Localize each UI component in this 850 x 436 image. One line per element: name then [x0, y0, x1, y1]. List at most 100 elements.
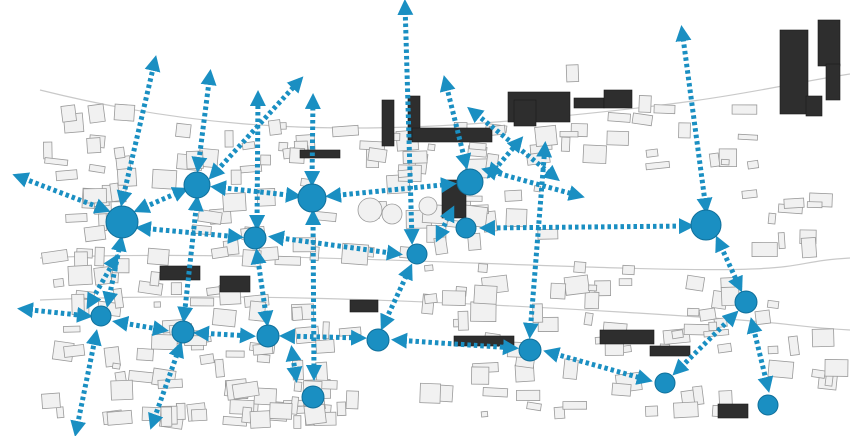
building-footprint — [737, 133, 759, 141]
connection-arrow — [439, 75, 472, 170]
building-footprint — [141, 406, 162, 422]
building-footprint — [473, 284, 498, 305]
building-footprint — [537, 228, 559, 240]
dark-building — [411, 127, 493, 143]
building-footprint — [718, 390, 733, 406]
building-footprint — [638, 95, 652, 113]
building-footprint — [367, 147, 388, 164]
building-footprint — [562, 401, 588, 410]
building-footprint — [52, 277, 65, 288]
network-node — [256, 324, 280, 348]
connection-arrow — [268, 230, 403, 261]
connection-arrow — [325, 177, 457, 203]
building-footprint — [766, 299, 780, 309]
connection-arrow — [250, 248, 274, 327]
building-footprint — [631, 112, 654, 127]
building-footprint — [560, 136, 571, 152]
building-footprint — [211, 307, 237, 328]
building-footprint — [106, 409, 133, 426]
building-footprint — [746, 159, 760, 170]
building-footprint — [504, 189, 523, 202]
network-node — [297, 183, 327, 213]
building-footprint — [777, 232, 786, 250]
building-footprint — [60, 104, 77, 123]
building-footprint — [505, 208, 528, 228]
building-footprint — [811, 368, 826, 379]
dark-building — [599, 329, 655, 345]
network-node — [734, 290, 758, 314]
building-footprint — [224, 130, 234, 148]
dark-building — [573, 97, 605, 109]
building-footprint — [563, 274, 590, 296]
connection-arrow — [193, 325, 256, 344]
building-footprint — [176, 402, 186, 420]
building-footprint — [565, 64, 580, 83]
building-footprint — [645, 160, 671, 171]
building-footprint — [94, 246, 105, 267]
building-footprint — [63, 325, 81, 333]
building-footprint — [336, 401, 347, 417]
network-node — [654, 372, 676, 394]
building-footprint — [824, 359, 849, 377]
building-footprint — [526, 401, 542, 412]
connection-arrow — [133, 187, 189, 213]
building-footprint — [210, 246, 229, 260]
building-footprint — [607, 112, 632, 123]
building-footprint — [468, 141, 487, 151]
building-footprint — [583, 312, 594, 326]
network-node — [757, 394, 779, 416]
building-footprint — [806, 201, 823, 209]
building-footprint — [175, 122, 192, 139]
building-basemap — [39, 64, 850, 430]
building-footprint — [549, 282, 567, 300]
building-footprint — [86, 137, 102, 154]
building-footprint — [214, 358, 225, 378]
dark-building — [779, 29, 809, 115]
building-footprint — [419, 382, 442, 404]
dome-structure — [357, 197, 383, 223]
building-footprint — [55, 406, 65, 419]
connection-arrow — [102, 235, 127, 308]
connection-arrow — [543, 347, 653, 385]
building-footprint — [41, 392, 61, 410]
connection-arrow — [380, 263, 413, 331]
connection-arrow — [12, 172, 111, 214]
building-footprint — [754, 309, 772, 326]
building-footprint — [222, 192, 247, 213]
building-footprint — [258, 246, 280, 262]
building-footprint — [40, 248, 69, 265]
dark-building — [649, 345, 691, 357]
building-footprint — [573, 261, 587, 274]
building-footprint — [199, 353, 215, 366]
building-footprint — [622, 264, 635, 276]
building-footprint — [136, 347, 155, 362]
dome-structure — [381, 203, 403, 225]
building-footprint — [338, 326, 362, 337]
building-footprint — [55, 169, 78, 182]
building-footprint — [191, 408, 208, 422]
building-footprint — [698, 307, 717, 322]
building-footprint — [146, 247, 170, 266]
building-footprint — [767, 345, 779, 355]
building-footprint — [153, 301, 161, 308]
building-footprint — [269, 402, 293, 420]
connection-arrow — [305, 209, 322, 381]
building-footprint — [441, 290, 466, 306]
network-node — [366, 328, 390, 352]
network-node — [183, 171, 211, 199]
dark-building — [349, 299, 379, 313]
connection-arrow — [279, 328, 367, 346]
building-footprint — [741, 189, 758, 200]
building-footprint — [708, 321, 718, 332]
connection-arrow — [148, 341, 184, 430]
network-node — [105, 205, 139, 239]
network-node — [690, 209, 722, 241]
building-footprint — [225, 350, 245, 358]
building-footprint — [559, 131, 579, 138]
building-footprint — [293, 415, 302, 429]
dark-building — [817, 19, 841, 67]
building-footprint — [260, 154, 271, 166]
building-footprint — [800, 236, 818, 259]
building-footprint — [170, 282, 182, 296]
